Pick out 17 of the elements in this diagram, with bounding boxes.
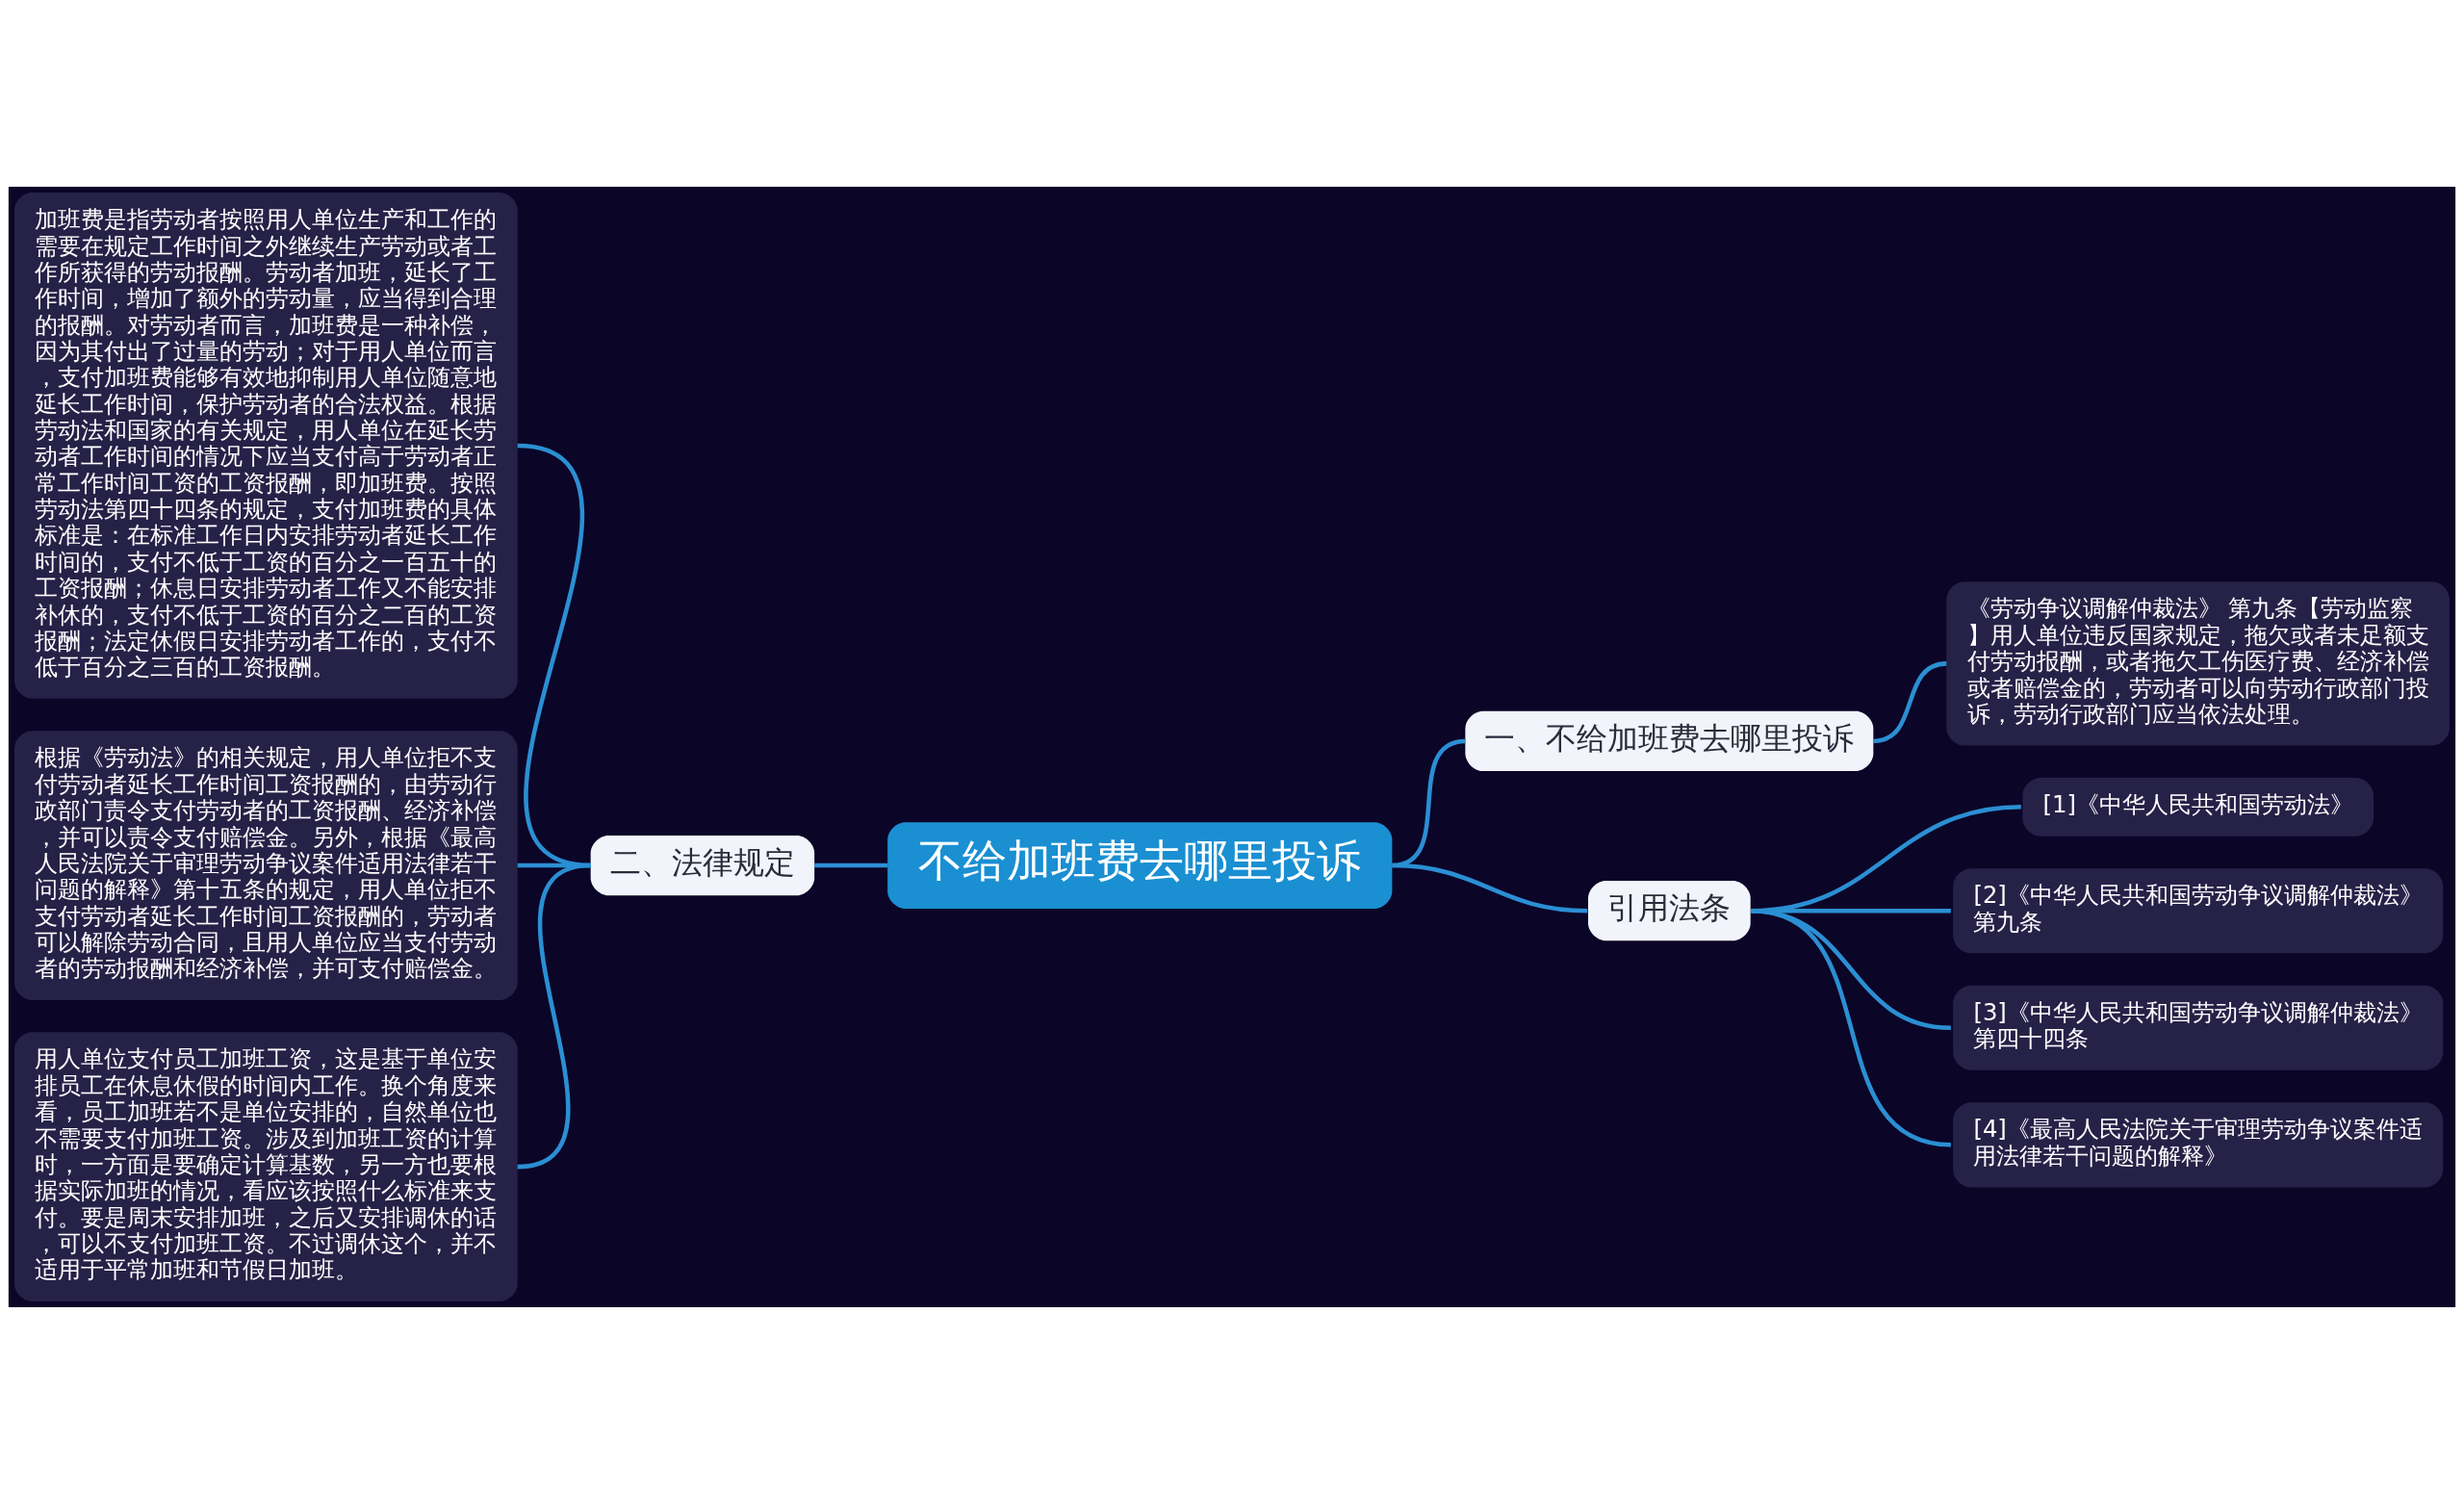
node-box: [4]《最高人民法院关于审理劳动争议案件适用法律若干问题的解释》 bbox=[1953, 1101, 2444, 1187]
node-box: 引用法条 bbox=[1588, 880, 1751, 940]
connector bbox=[1392, 862, 1588, 913]
node-box: 《劳动争议调解仲裁法》 第九条【劳动监察】用人单位违反国家规定，拖欠或者未足额支付劳动报酬，或者拖欠工伤医疗费、经济补偿或者赔偿金的，劳动者可以向劳动行政部门投诉，劳动行政部门应当依法处理。 bbox=[1946, 580, 2451, 745]
connector bbox=[517, 862, 592, 1169]
node-box: 二、法律规定 bbox=[590, 835, 815, 895]
node-box: 用人单位支付员工加班工资，这是基于单位安排员工在休息休假的时间内工作。换个角度来看，员工加班若不是单位安排的，自然单位也不需要支付加班工资。涉及到加班工资的计算时，一方面是要确定计算基数，另一方也要根据实际加班的情况，看应该按照什么标准来支付。要是周末安排加班，之后又安排调休的话，可以不支付加班工资。不过调休这个，并不适用于平常加班和节假日加班。 bbox=[13, 1031, 518, 1301]
node-box: 一、不给加班费去哪里投诉 bbox=[1465, 710, 1874, 771]
connector bbox=[1873, 660, 1947, 743]
node-box: [2]《中华人民共和国劳动争议调解仲裁法》第九条 bbox=[1953, 867, 2444, 953]
connector bbox=[814, 862, 888, 867]
node-box: [3]《中华人民共和国劳动争议调解仲裁法》第四十四条 bbox=[1953, 985, 2444, 1070]
connector bbox=[1751, 908, 1952, 1147]
node-box: [1]《中华人民共和国劳动法》 bbox=[2022, 777, 2374, 837]
node-box: 不给加班费去哪里投诉 bbox=[887, 821, 1393, 909]
node-box: 加班费是指劳动者按照用人单位生产和工作的需要在规定工作时间之外继续生产劳动或者工作所获得的劳动报酬。劳动者加班，延长了工作时间，增加了额外的劳动量，应当得到合理的报酬。对劳动者而言，加班费是一种补偿，因为其付出了过量的劳动；对于用人单位而言，支付加班费能够有效地抑制用人单位随意地延长工作时间，保护劳动者的合法权益。根据劳动法和国家的有关规定，用人单位在延长劳动者工作时间的情况下应当支付高于劳动者正常工作时间工资的工资报酬，即加班费。按照劳动法第四十四条的规定，支付加班费的具体标准是：在标准工作日内安排劳动者延长工作时间的，支付不低于工资的百分之一百五十的工资报酬；休息日安排劳动者工作又不能安排补休的，支付不低于工资的百分之二百的工资报酬；法定休假日安排劳动者工作的，支付不低于百分之三百的工资报酬。 bbox=[13, 192, 518, 699]
node-box: 根据《劳动法》的相关规定，用人单位拒不支付劳动者延长工作时间工资报酬的，由劳动行政部门责令支付劳动者的工资报酬、经济补偿，并可以责令支付赔偿金。另外，根据《最高人民法院关于审理劳动争议案件适用法律若干问题的解释》第十五条的规定，用人单位拒不支付劳动者延长工作时间工资报酬的，劳动者可以解除劳动合同，且用人单位应当支付劳动者的劳动报酬和经济补偿，并可支付赔偿金。 bbox=[13, 730, 518, 1000]
